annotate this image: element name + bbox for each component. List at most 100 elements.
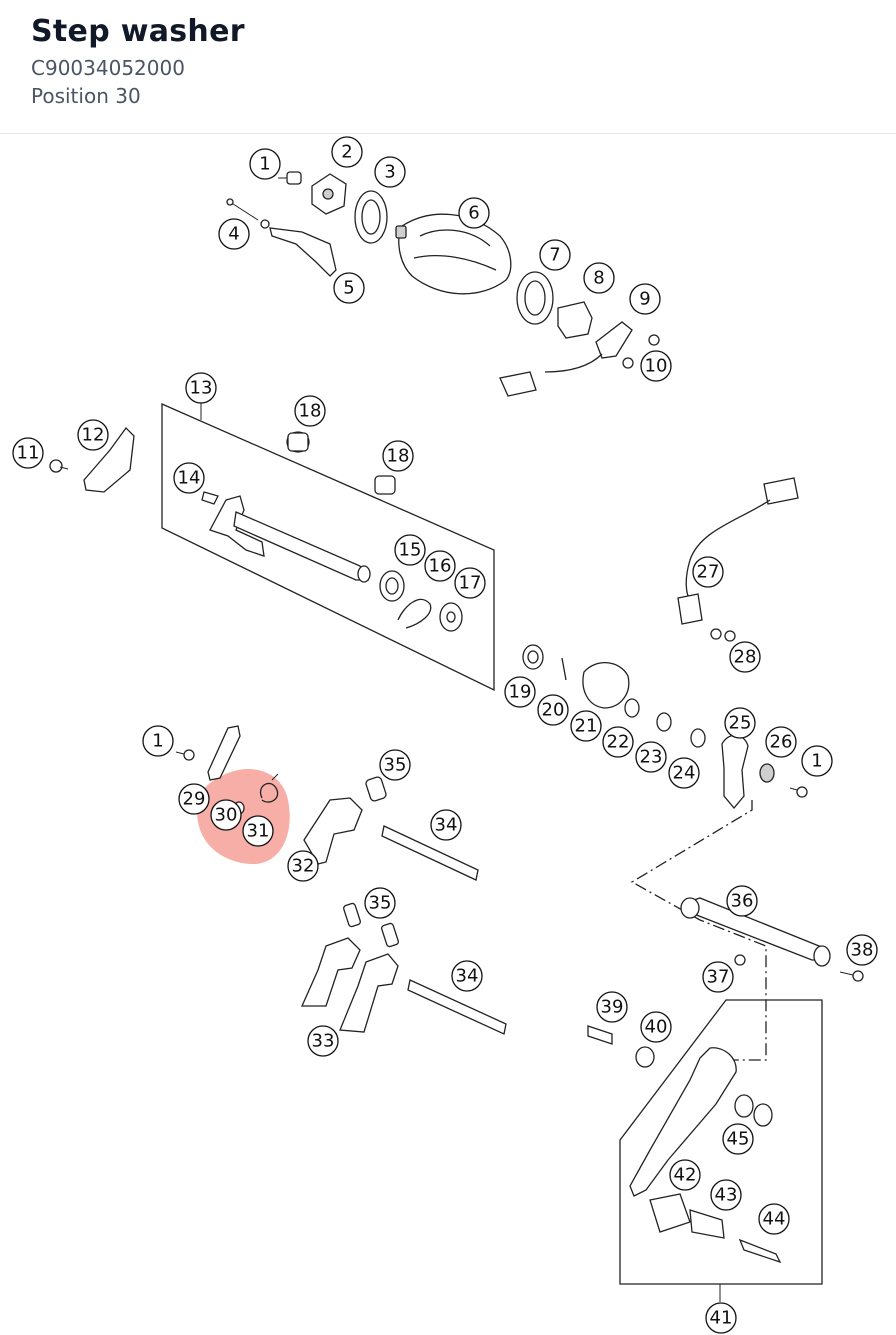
svg-text:39: 39 (601, 997, 624, 1018)
callout-44[interactable]: 44 (758, 1203, 790, 1235)
callout-34b[interactable]: 34 (451, 960, 483, 992)
svg-text:36: 36 (731, 891, 754, 912)
svg-text:35: 35 (384, 755, 407, 776)
callout-8[interactable]: 8 (583, 262, 615, 294)
callout-15[interactable]: 15 (394, 534, 426, 566)
svg-text:33: 33 (312, 1031, 335, 1052)
svg-text:1: 1 (152, 731, 163, 752)
callout-26[interactable]: 26 (765, 726, 797, 758)
shift-fork-assembly (175, 725, 507, 1035)
svg-text:31: 31 (247, 821, 270, 842)
callout-37[interactable]: 37 (702, 961, 734, 993)
callout-33[interactable]: 33 (307, 1025, 339, 1057)
callout-10[interactable]: 10 (640, 350, 672, 382)
svg-text:37: 37 (707, 967, 730, 988)
svg-text:44: 44 (763, 1209, 786, 1230)
callout-28[interactable]: 28 (729, 641, 761, 673)
svg-text:28: 28 (734, 647, 757, 668)
callout-9[interactable]: 9 (629, 283, 661, 315)
callout-2[interactable]: 2 (331, 136, 363, 168)
callout-41[interactable]: 41 (705, 1302, 737, 1334)
callout-31[interactable]: 31 (242, 815, 274, 847)
callout-45[interactable]: 45 (722, 1123, 754, 1155)
svg-text:1: 1 (259, 154, 270, 175)
svg-text:15: 15 (399, 540, 422, 561)
svg-text:10: 10 (645, 356, 668, 377)
svg-text:24: 24 (673, 763, 696, 784)
svg-text:11: 11 (17, 443, 40, 464)
callout-1b[interactable]: 1 (801, 745, 833, 777)
svg-text:19: 19 (509, 682, 532, 703)
svg-text:34: 34 (456, 966, 479, 987)
callout-29[interactable]: 29 (178, 783, 210, 815)
callout-35a[interactable]: 35 (379, 749, 411, 781)
svg-text:38: 38 (851, 940, 874, 961)
svg-text:29: 29 (183, 789, 206, 810)
svg-text:16: 16 (429, 556, 452, 577)
callout-30[interactable]: 30 (210, 799, 242, 831)
part-number: C90034052000 (31, 56, 185, 80)
callout-7[interactable]: 7 (539, 239, 571, 271)
gear-lever-assembly (587, 999, 823, 1302)
callout-42[interactable]: 42 (669, 1159, 701, 1191)
callout-39[interactable]: 39 (596, 991, 628, 1023)
svg-text:18: 18 (387, 446, 410, 467)
svg-text:25: 25 (729, 713, 752, 734)
callout-4[interactable]: 4 (218, 218, 250, 250)
callout-1[interactable]: 1 (249, 148, 281, 180)
shift-linkage (630, 800, 864, 1061)
callout-40[interactable]: 40 (640, 1011, 672, 1043)
callout-3[interactable]: 3 (374, 156, 406, 188)
svg-text:45: 45 (727, 1129, 750, 1150)
svg-text:27: 27 (697, 562, 720, 583)
callout-35b[interactable]: 35 (364, 887, 396, 919)
callout-14[interactable]: 14 (173, 462, 205, 494)
svg-text:40: 40 (645, 1017, 668, 1038)
svg-text:7: 7 (549, 245, 560, 266)
callout-36[interactable]: 36 (726, 885, 758, 917)
svg-text:5: 5 (343, 278, 354, 299)
callout-6[interactable]: 6 (458, 197, 490, 229)
svg-text:43: 43 (715, 1185, 738, 1206)
callout-32[interactable]: 32 (287, 850, 319, 882)
shift-drum-assembly (226, 171, 660, 397)
callout-21[interactable]: 21 (570, 710, 602, 742)
callout-25[interactable]: 25 (724, 707, 756, 739)
svg-text:13: 13 (190, 378, 213, 399)
callout-20[interactable]: 20 (537, 694, 569, 726)
callout-22[interactable]: 22 (602, 726, 634, 758)
callout-24[interactable]: 24 (668, 757, 700, 789)
callout-38[interactable]: 38 (846, 934, 878, 966)
svg-text:9: 9 (639, 289, 650, 310)
svg-text:23: 23 (640, 747, 663, 768)
callout-5[interactable]: 5 (333, 272, 365, 304)
svg-text:1: 1 (811, 751, 822, 772)
svg-text:20: 20 (542, 700, 565, 721)
svg-text:22: 22 (607, 732, 630, 753)
svg-text:30: 30 (215, 805, 238, 826)
callout-23[interactable]: 23 (635, 741, 667, 773)
callout-12[interactable]: 12 (77, 419, 109, 451)
callout-27[interactable]: 27 (692, 556, 724, 588)
svg-text:4: 4 (228, 224, 239, 245)
callout-18a[interactable]: 18 (294, 395, 326, 427)
callout-16[interactable]: 16 (424, 550, 456, 582)
svg-text:34: 34 (435, 815, 458, 836)
callout-34a[interactable]: 34 (430, 809, 462, 841)
svg-text:42: 42 (674, 1165, 697, 1186)
svg-text:21: 21 (575, 716, 598, 737)
part-title: Step washer (31, 14, 245, 49)
callout-1c[interactable]: 1 (142, 725, 174, 757)
svg-text:12: 12 (82, 425, 105, 446)
svg-text:8: 8 (593, 268, 604, 289)
part-position: Position 30 (31, 84, 141, 108)
callout-17[interactable]: 17 (454, 567, 486, 599)
callout-43[interactable]: 43 (710, 1179, 742, 1211)
callout-13[interactable]: 13 (185, 372, 217, 404)
svg-text:14: 14 (178, 468, 201, 489)
callout-19[interactable]: 19 (504, 676, 536, 708)
gear-position-sensor (677, 477, 799, 642)
callout-18b[interactable]: 18 (382, 440, 414, 472)
callout-11[interactable]: 11 (12, 437, 44, 469)
svg-text:18: 18 (299, 401, 322, 422)
